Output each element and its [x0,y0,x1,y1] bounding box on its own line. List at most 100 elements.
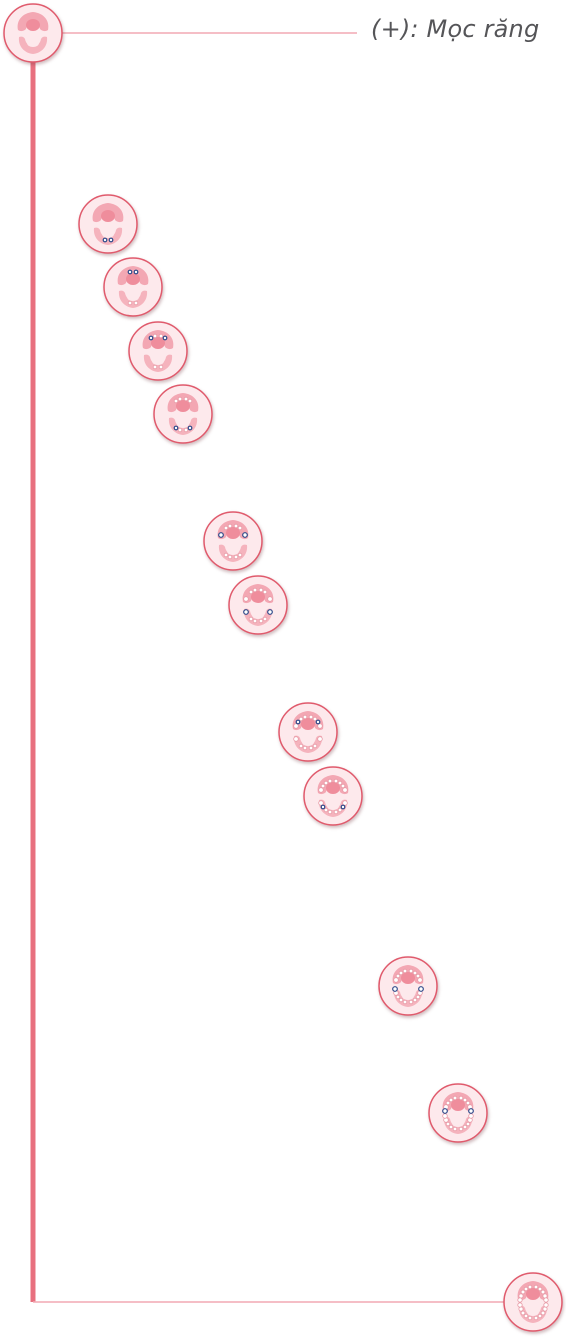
tooth-mark [252,618,258,624]
tooth-mark [395,994,401,1000]
tooth-mark [243,609,249,615]
upper-lateral-incisors-icon [128,321,188,381]
tooth-mark [218,532,224,538]
tooth-mark [323,780,329,786]
tooth-mark [320,783,326,789]
tooth-mark [448,1124,454,1130]
full-primary-dentition-icon [503,1272,563,1332]
tooth-mark [418,986,424,992]
tooth-mark [298,743,304,749]
stages-layer [78,194,563,1332]
tooth-mark [320,804,326,810]
tooth-mark [108,237,114,243]
tooth-mark [318,787,324,793]
tooth-mark [173,398,179,404]
upper-canines-icon [278,702,338,762]
tooth-mark [127,269,133,275]
tooth-mark [468,1108,474,1114]
upper-central-incisors-icon [103,257,163,317]
tooth-mark [252,587,258,593]
tooth-mark [237,525,243,531]
tooth-mark [442,1113,448,1119]
tooth-mark [408,999,414,1005]
tooth-mark [183,396,189,402]
tooth-mark [258,618,264,624]
tooth-mark [342,800,348,806]
tooth-mark [102,237,108,243]
tooth-mark [187,398,193,404]
tooth-eruption-icon [3,3,63,63]
tooth-mark [327,778,333,784]
tooth-mark [442,1108,448,1114]
tooth-mark [317,736,323,742]
tooth-mark [465,1100,471,1106]
tooth-mark [417,977,423,983]
tooth-mark [465,1121,471,1127]
tooth-mark [458,1095,464,1101]
tooth-mark [393,977,399,983]
tooth-mark [452,1126,458,1132]
tooth-mark [315,719,321,725]
tooth-mark [223,552,229,558]
tooth-mark [152,364,158,370]
tooth-mark [312,716,318,722]
tooth-mark [233,523,239,529]
tooth-mark [452,1095,458,1101]
tooth-mark [127,300,133,306]
tooth-mark [243,596,249,602]
tooth-mark [448,1097,454,1103]
tooth-mark [458,1126,464,1132]
tooth-mark [340,804,346,810]
tooth-mark [293,723,299,729]
tooth-mark [293,736,299,742]
tooth-mark [302,714,308,720]
legend-label: (+): Mọc răng [371,15,540,43]
tooth-mark [152,333,158,339]
tooth-mark [340,783,346,789]
tooth-mark [395,973,401,979]
tooth-mark [267,596,273,602]
tooth-mark [223,525,229,531]
tooth-mark [298,716,304,722]
tooth-mark [445,1100,451,1106]
tooth-mark [337,807,343,813]
tooth-mark [295,719,301,725]
tooth-mark [242,532,248,538]
tooth-mark [398,997,404,1003]
tooth-mark [177,396,183,402]
tooth-mark [148,335,154,341]
tooth-mark [327,809,333,815]
tooth-mark [412,997,418,1003]
tooth-mark [333,809,339,815]
tooth-mark [415,994,421,1000]
tooth-mark [462,1097,468,1103]
tooth-mark [183,427,189,433]
tooth-mark [133,269,139,275]
lower-first-molars-icon [228,575,288,635]
tooth-mark [177,427,183,433]
tooth-mark [392,986,398,992]
tooth-mark [173,425,179,431]
tooth-mark [233,554,239,560]
tooth-mark [267,609,273,615]
tooth-mark [248,616,254,622]
tooth-mark [302,745,308,751]
tooth-mark [158,364,164,370]
tooth-mark [158,333,164,339]
lower-canines-icon [303,766,363,826]
lower-lateral-incisors-icon [153,384,213,444]
tooth-mark [187,425,193,431]
tooth-mark [317,723,323,729]
lower-central-incisors-icon [78,194,138,254]
lower-second-molars-icon [378,956,438,1016]
tooth-mark [412,970,418,976]
tooth-mark [402,999,408,1005]
tooth-mark [258,587,264,593]
tooth-mark [462,1124,468,1130]
tooth-mark [408,968,414,974]
tooth-mark [415,973,421,979]
tooth-mark [398,970,404,976]
tooth-mark [312,743,318,749]
tooth-mark [308,745,314,751]
tooth-mark [337,780,343,786]
